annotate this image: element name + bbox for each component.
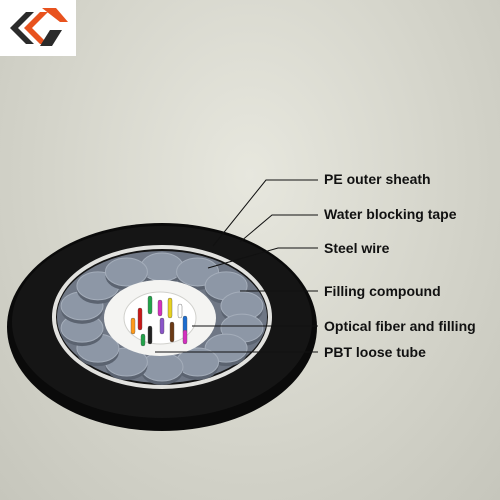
optical-fiber — [169, 321, 175, 343]
leader-steel-wire — [207, 247, 318, 269]
optical-fiber — [167, 297, 173, 319]
optical-fiber — [137, 307, 143, 331]
optical-fiber — [159, 317, 165, 335]
label-pe-outer-sheath: PE outer sheath — [324, 171, 431, 187]
logo-chevron-orange — [24, 12, 48, 44]
label-water-blocking-tape: Water blocking tape — [324, 206, 457, 222]
leader-water-blocking-tape — [239, 214, 318, 243]
optical-fiber — [157, 299, 163, 317]
label-steel-wire: Steel wire — [324, 240, 390, 256]
logo-chevrons-icon — [10, 8, 68, 46]
optical-fiber — [140, 333, 146, 347]
leader-pe-outer-sheath — [212, 179, 318, 247]
logo-chevron-orange-top — [42, 8, 68, 22]
optical-fiber — [177, 303, 183, 319]
company-logo — [0, 0, 76, 56]
optical-fiber — [182, 329, 188, 345]
label-pbt-loose-tube: PBT loose tube — [324, 344, 426, 360]
optical-fiber — [147, 295, 153, 315]
steel-wires — [60, 252, 264, 385]
steel-wire — [104, 257, 148, 287]
logo-chevron-dark — [10, 12, 34, 44]
water-blocking-tape-shape — [52, 245, 272, 389]
label-filling-compound: Filling compound — [324, 283, 441, 299]
logo-chevron-dark-bottom — [40, 30, 62, 46]
label-optical-fiber: Optical fiber and filling — [324, 318, 476, 334]
optical-fibers — [130, 295, 188, 347]
optical-fiber — [130, 317, 136, 335]
optical-fiber — [147, 325, 153, 345]
leader-lines — [155, 179, 318, 353]
